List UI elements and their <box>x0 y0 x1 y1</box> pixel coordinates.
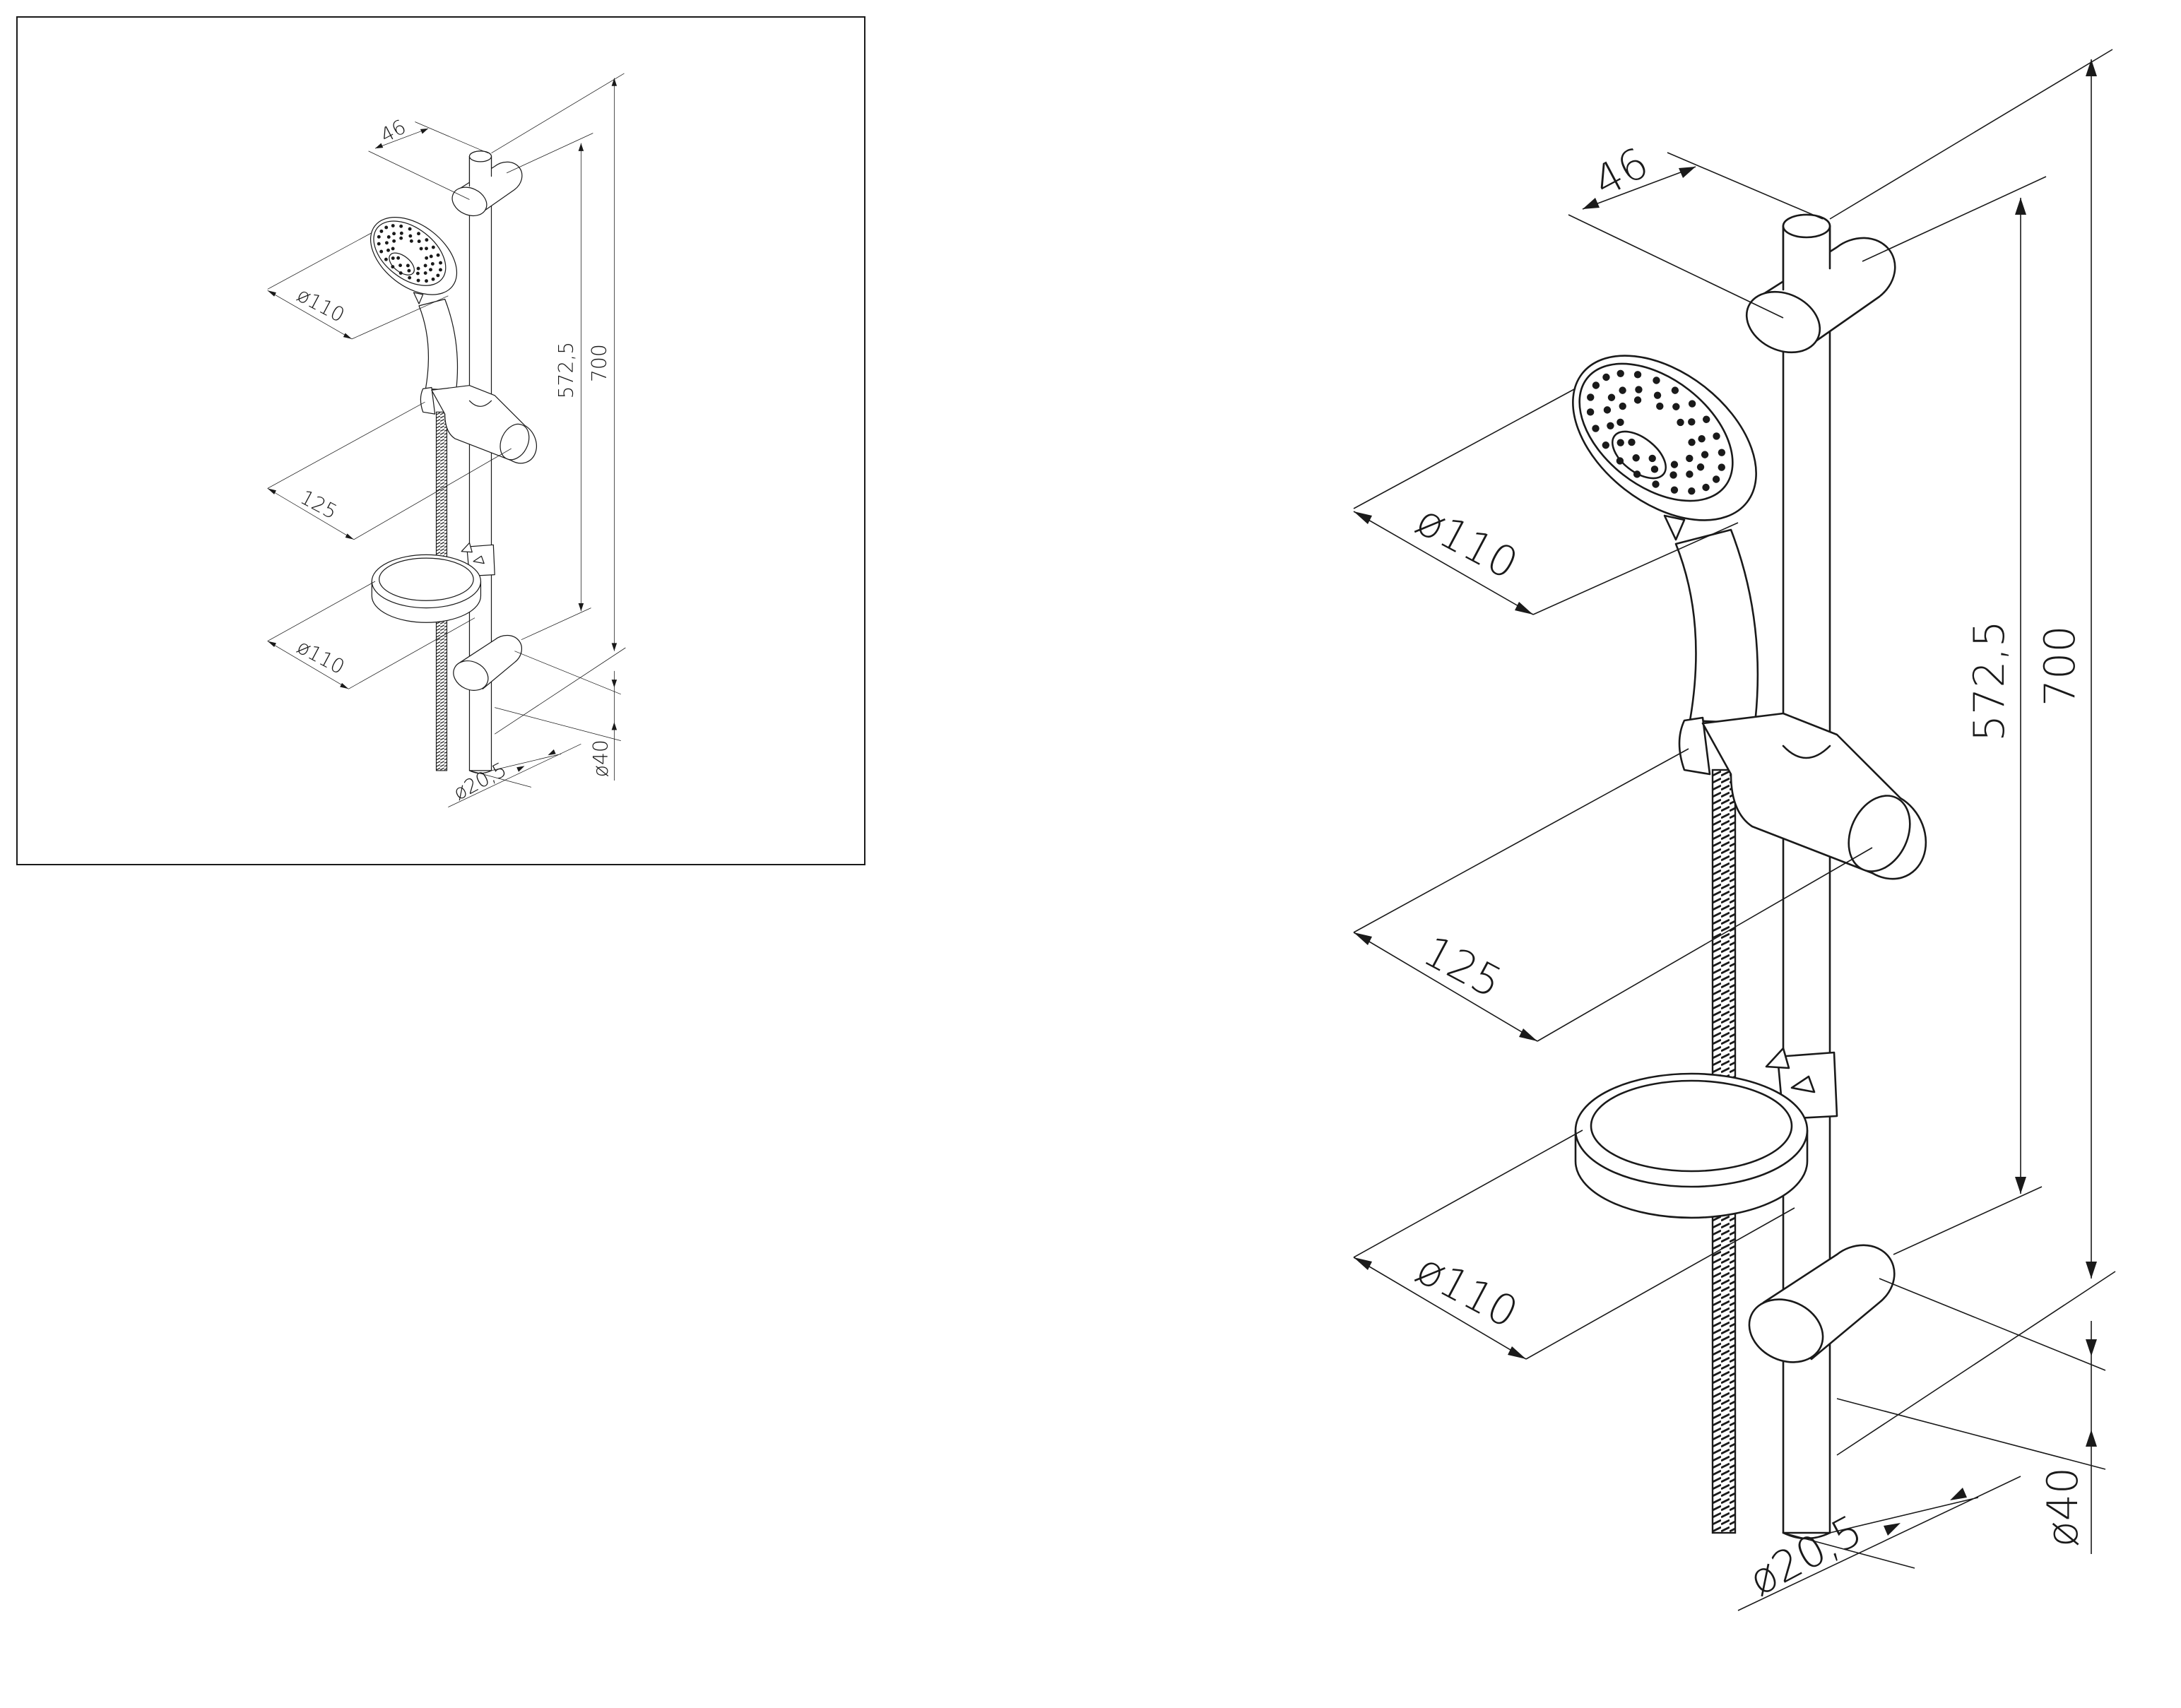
thumb-label-125: 125 <box>297 485 341 523</box>
label-head-diameter: ø110 <box>1408 495 1525 589</box>
thumb-label-572-5: 572,5 <box>555 342 578 399</box>
label-46: 46 <box>1585 138 1656 208</box>
main-drawing: 46 ø110 125 ø110 572,5 700 ø40 ø20,5 <box>1352 48 2117 1612</box>
main-shower-drawing <box>1352 48 2117 1612</box>
label-40: ø40 <box>2038 1467 2088 1547</box>
label-125: 125 <box>1415 926 1510 1008</box>
thumb-label-700: 700 <box>588 344 611 382</box>
thumb-label-head-diameter: ø110 <box>293 283 348 327</box>
thumbnail-panel: 46 ø110 125 ø110 572,5 700 ø40 ø20,5 <box>16 16 865 865</box>
thumbnail-frame <box>16 16 865 865</box>
label-572-5: 572,5 <box>1965 620 2014 742</box>
thumb-label-40: ø40 <box>589 740 613 777</box>
label-700: 700 <box>2035 625 2085 706</box>
thumbnail-shower-drawing <box>267 73 626 808</box>
thumb-label-46: 46 <box>377 115 410 148</box>
